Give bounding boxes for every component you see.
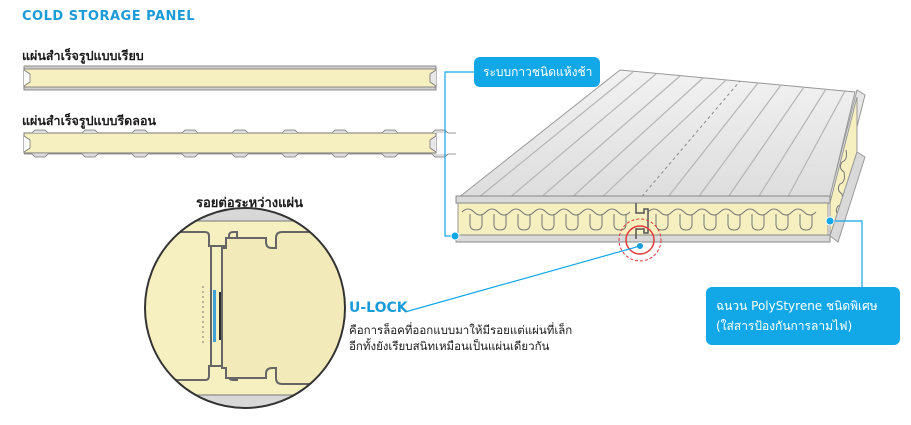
- adhesive-callout-text: ระบบกาวชนิดแห้งช้า: [483, 65, 593, 79]
- ulock-description-line1: คือการล็อคที่ออกแบบมาให้มีรอยแต่แผ่นที่เ…: [349, 323, 573, 337]
- joint-magnifier: [144, 207, 346, 409]
- page-title: COLD STORAGE PANEL: [22, 9, 196, 24]
- leader-dot-adhesive: [450, 231, 460, 241]
- leader-lines: [404, 71, 863, 313]
- ulock-title: U-LOCK: [349, 300, 408, 316]
- insulation-callout-line1: ฉนวน PolyStyrene ชนิดพิเศษ: [716, 299, 878, 313]
- joint-label: รอยต่อระหว่างแผ่น: [196, 196, 304, 211]
- adhesive-callout: ระบบกาวชนิดแห้งช้า: [474, 57, 600, 87]
- ribbed-panel-label: แผ่นสำเร็จรูปแบบรีดลอน: [22, 113, 157, 128]
- insulation-callout-line2: (ใส่สารป้องกันการลามไฟ): [716, 319, 853, 333]
- leader-dot-insulation: [825, 216, 835, 226]
- insulation-callout: ฉนวน PolyStyrene ชนิดพิเศษ (ใส่สารป้องกั…: [706, 287, 900, 345]
- flat-panel-illustration: [23, 65, 437, 91]
- panel-3d-illustration: [455, 69, 866, 262]
- flat-panel-label: แผ่นสำเร็จรูปแบบเรียบ: [22, 48, 144, 63]
- ulock-description-line2: อีกทั้งยังเรียบสนิทเหมือนเป็นแผ่นเดียวกั…: [349, 339, 550, 353]
- ribbed-panel-illustration: [23, 129, 456, 158]
